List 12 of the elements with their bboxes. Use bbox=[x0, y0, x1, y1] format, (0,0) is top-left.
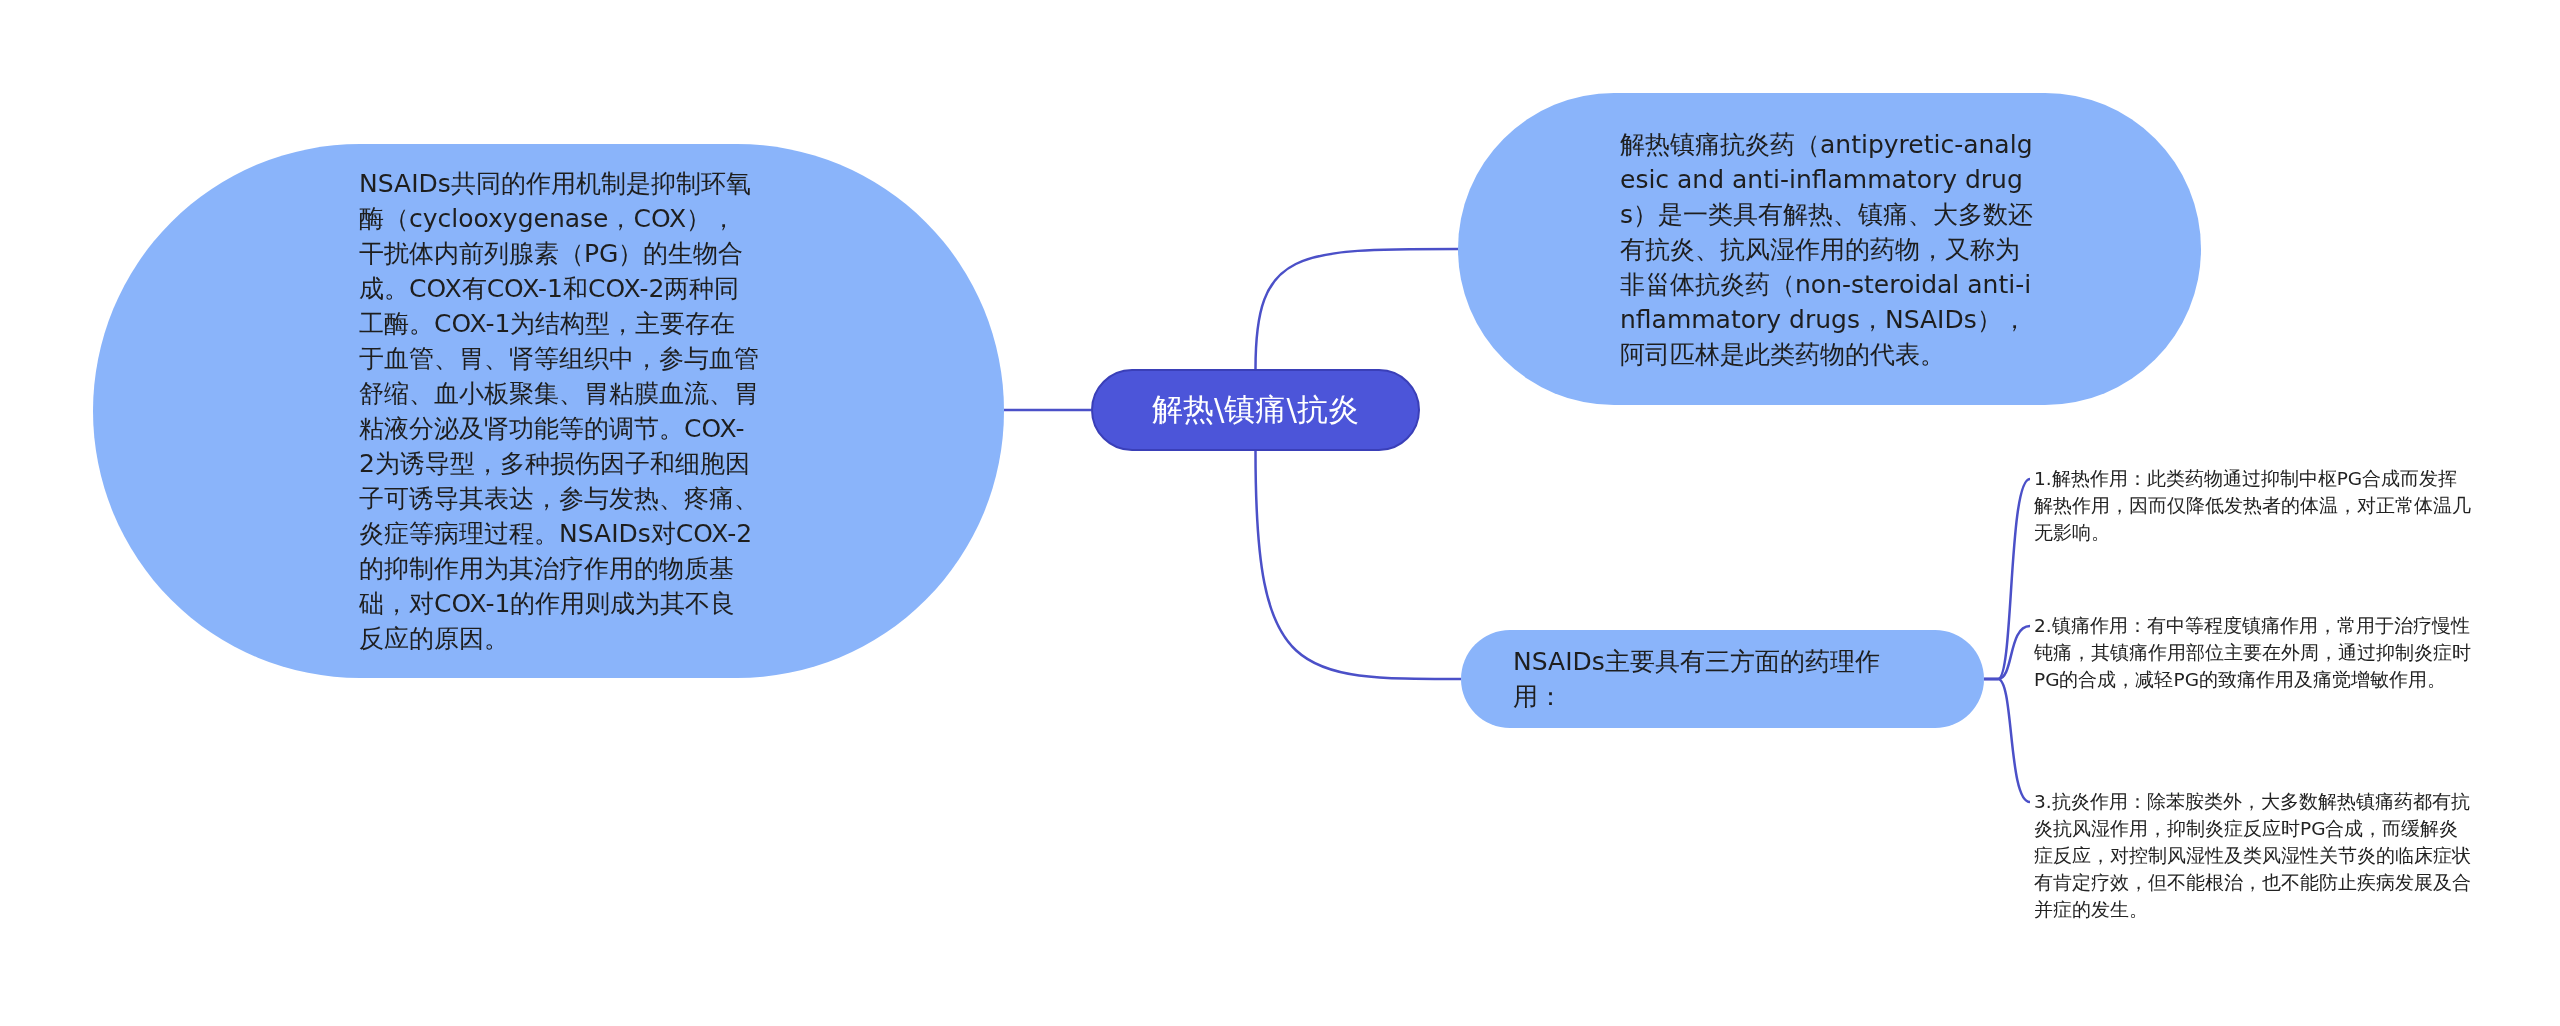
note-text: 3.抗炎作用：除苯胺类外，大多数解热镇痛药都有抗炎抗风湿作用，抑制炎症反应时PG合成，而缓解炎症反应，对控制风湿性及类风湿性关节炎的临床症状有肯定疗效，但不能根治，也不能防止疾病发展及合并症的发生。 bbox=[2034, 790, 2472, 922]
connector-line bbox=[1254, 450, 1461, 681]
note-text: 1.解热作用：此类药物通过抑制中枢PG合成而发挥解热作用，因而仅降低发热者的体温，对正常体温几无影响。 bbox=[2034, 467, 2472, 545]
note-text: 2.镇痛作用：有中等程度镇痛作用，常用于治疗慢性钝痛，其镇痛作用部位主要在外周，通过抑制炎症时PG的合成，减轻PG的致痛作用及痛觉增敏作用。 bbox=[2034, 614, 2472, 692]
topic-text: NSAIDs主要具有三方面的药理作用： bbox=[1513, 646, 1881, 713]
connector-line bbox=[1254, 247, 1458, 370]
topic-text: NSAIDs共同的作用机制是抑制环氧酶（cyclooxygenase，COX），干扰体内前列腺素（PG）的生物合成。COX有COX-1和COX-2两种同工酶。COX-1为结构型，主要存在于血管、胃、肾等组织中，参与血管舒缩、血小板聚集、胃粘膜血流、胃粘液分泌及肾功能等的调节。COX-2为诱导型，多种损伤因子和细胞因子可诱导其表达，参与发热、疼痛、炎症等病理过程。NSAIDs对COX-2的抑制作用为其治疗作用的物质基础，对COX-1的作用则成为其不良反应的原因。 bbox=[359, 168, 759, 655]
connector-line bbox=[1004, 408, 1091, 412]
topic-text: 解热镇痛抗炎药（antipyretic-analgesic and anti-inflammatory drugs）是一类具有解热、镇痛、大多数还有抗炎、抗风湿作用的药物，又称为非甾体抗炎药（non-steroidal anti-inflammatory drugs，NSAIDs），阿司匹林是此类药物的代表。 bbox=[1620, 128, 2035, 371]
connector-line bbox=[1984, 624, 2031, 681]
connector-line bbox=[1984, 677, 2031, 804]
topic-text: 解热\镇痛\抗炎 bbox=[1152, 390, 1359, 429]
